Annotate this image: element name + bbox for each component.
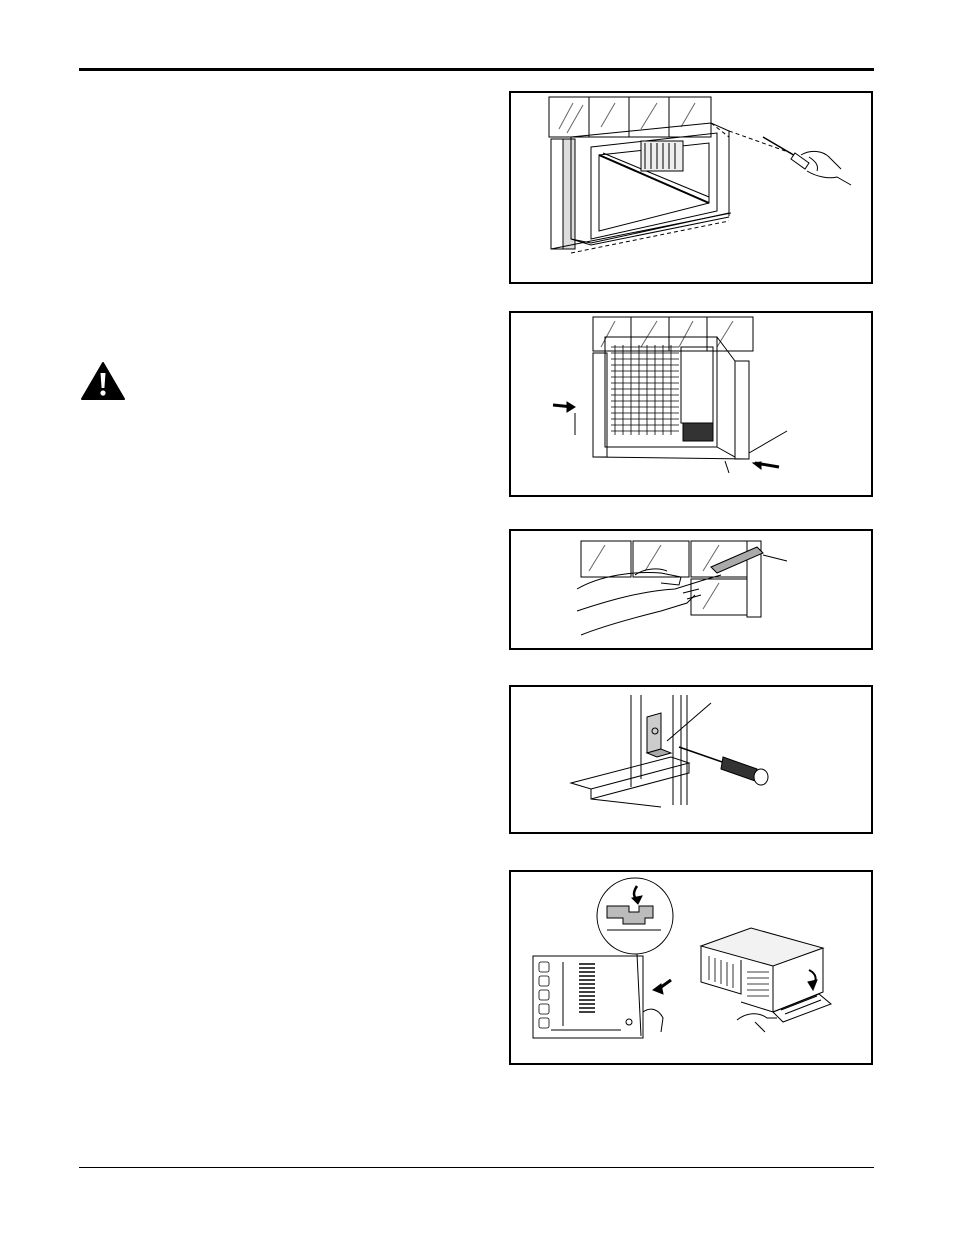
foam-seal-figure [509,529,873,650]
unit-in-window-figure [509,311,873,497]
front-grille-figure [509,870,873,1065]
bottom-rule [79,1167,874,1168]
lock-bracket-figure [509,685,873,834]
warning-triangle-icon [80,361,126,401]
install-frame-screw-figure [509,91,873,284]
top-rule [79,68,874,71]
